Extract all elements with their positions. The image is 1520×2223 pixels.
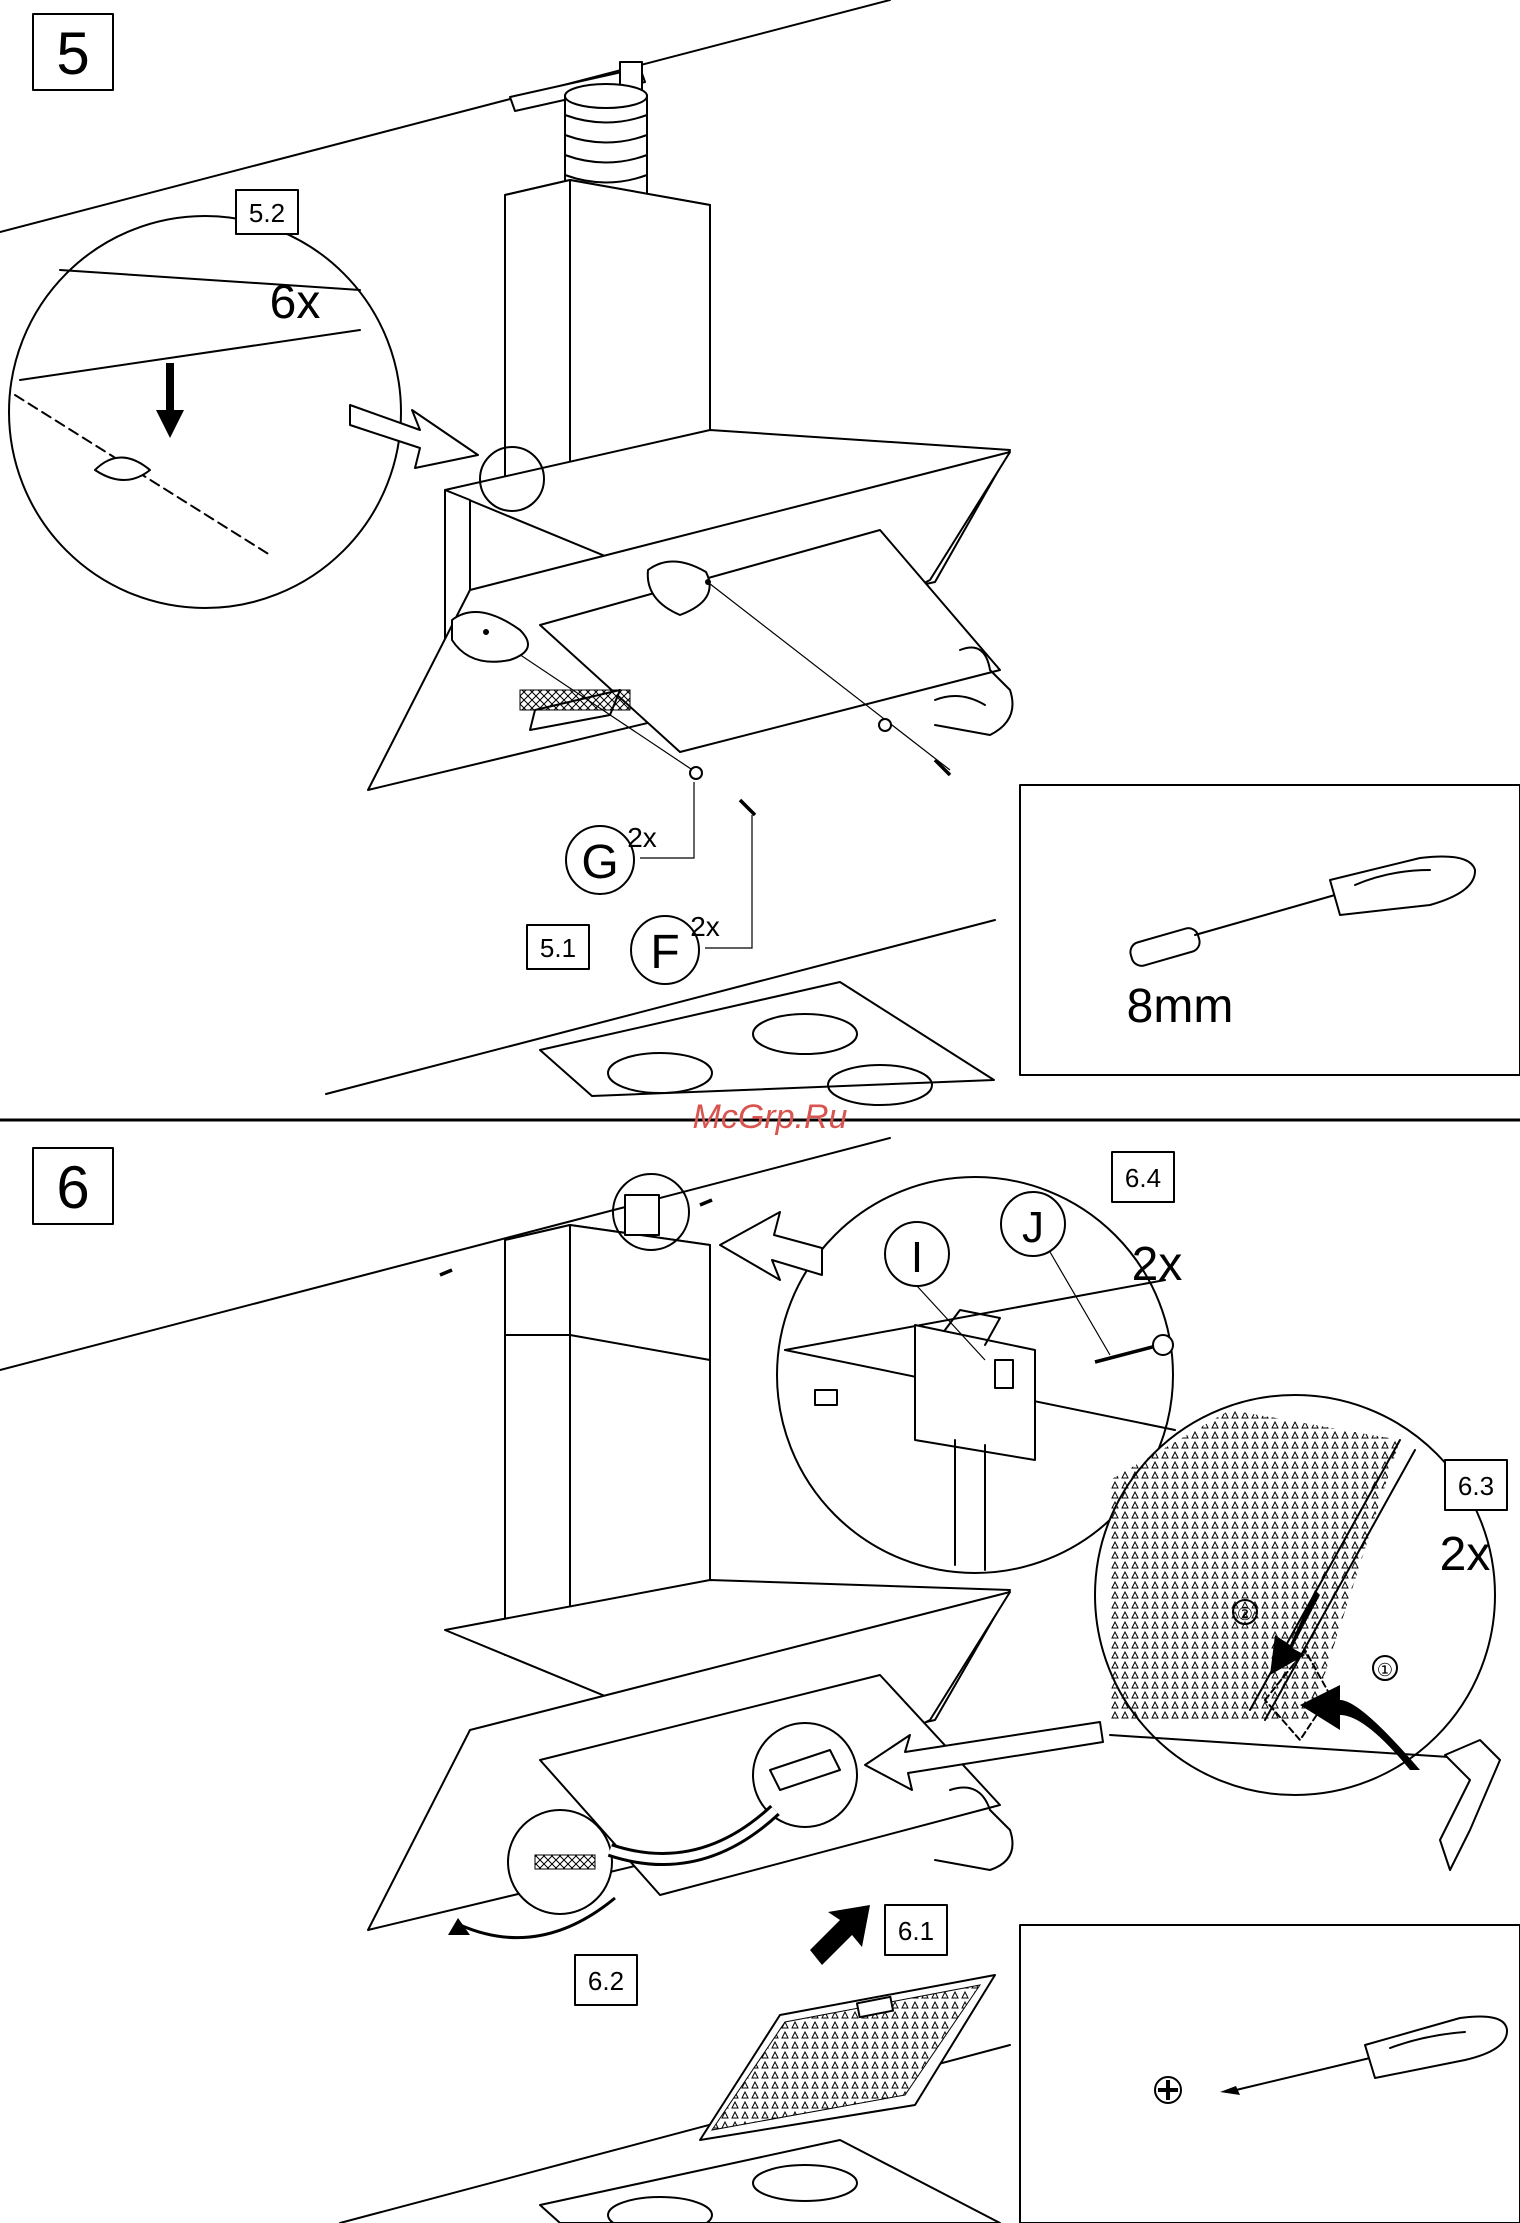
step-5: 5 xyxy=(0,0,1520,1105)
qty-6-3: 2x xyxy=(1440,1528,1491,1581)
tool-size: 8mm xyxy=(1127,980,1234,1033)
sub-6-2-label: 6.2 xyxy=(588,1966,624,1996)
part-g-qty: 2x xyxy=(627,822,657,853)
tool-box-6 xyxy=(1020,1925,1520,2223)
watermark: McGrp.Ru xyxy=(693,1098,848,1136)
svg-text:J: J xyxy=(1022,1203,1044,1252)
step-5-number: 5 xyxy=(56,20,89,87)
sub-5-1-label: 5.1 xyxy=(540,933,576,963)
sub-6-1-label: 6.1 xyxy=(898,1916,934,1946)
part-f-qty: 2x xyxy=(690,911,720,942)
qty-6x: 6x xyxy=(270,276,321,329)
part-g: G 2x xyxy=(566,782,694,894)
step-6: 6 xyxy=(0,1138,1520,2223)
qty-6-4: 2x xyxy=(1132,1238,1183,1291)
sub-6-4-label: 6.4 xyxy=(1125,1163,1161,1193)
ceiling-line xyxy=(0,0,890,232)
svg-text:G: G xyxy=(581,836,618,889)
hand-icon-6-3 xyxy=(1440,1740,1500,1870)
svg-text:F: F xyxy=(650,926,679,979)
screw-f xyxy=(740,800,755,815)
tool-box-5: 8mm xyxy=(1020,785,1520,1075)
step-6-number: 6 xyxy=(56,1154,89,1221)
grease-filter xyxy=(700,1975,995,2140)
detail-6-3: ② ① xyxy=(1095,1395,1495,1795)
svg-text:②: ② xyxy=(1237,1604,1253,1624)
zoom-arrow-6 xyxy=(720,1212,822,1280)
svg-text:I: I xyxy=(911,1233,923,1282)
hob xyxy=(540,982,994,1105)
insert-arrow xyxy=(810,1905,870,1965)
sub-5-2-label: 5.2 xyxy=(249,198,285,228)
svg-text:①: ① xyxy=(1377,1660,1393,1680)
phillips-head-icon xyxy=(1155,2077,1181,2103)
detail-5-2 xyxy=(9,216,401,608)
sub-6-3-label: 6.3 xyxy=(1458,1471,1494,1501)
